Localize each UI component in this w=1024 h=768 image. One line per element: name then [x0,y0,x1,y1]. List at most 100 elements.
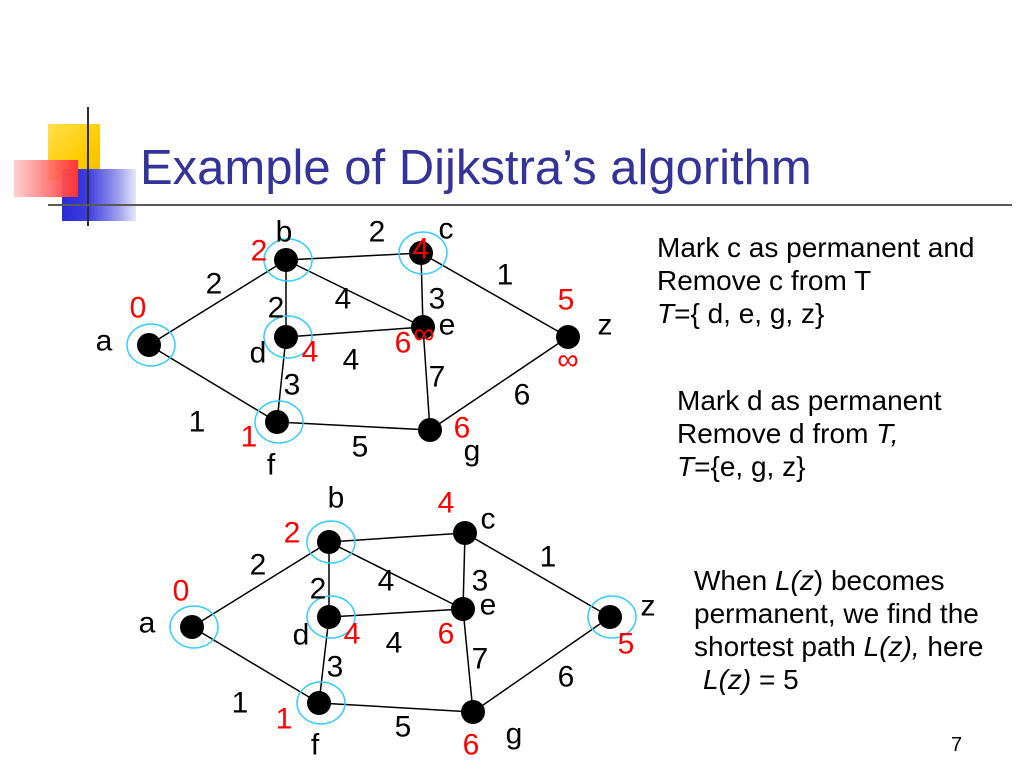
distance-label-e-infinity: ∞ [413,318,434,351]
node-b [274,248,298,272]
logo-vertical-line [87,107,89,226]
note-line-3: T={ d, e, g, z} [657,297,975,330]
set-contents: ={e, g, z} [694,451,806,482]
edge-c-z [420,252,569,338]
edge-g-z [472,616,611,713]
edge-d-e [328,608,464,618]
highlight-ring-c [398,231,448,275]
distance-label-e: 6 [395,327,412,360]
edge-weight-c-e: 3 [472,565,489,598]
node-label-z: z [641,590,656,623]
node-label-b: b [328,482,345,515]
edge-weight-d-f: 3 [284,369,301,402]
node-z [556,325,580,349]
note-step-c: Mark c as permanent and Remove c from T … [657,231,975,330]
set-variable: T, [876,418,899,449]
node-g [461,700,485,724]
edge-weight-c-z: 1 [540,541,557,574]
note-line-3: shortest path L(z), here [694,630,983,663]
note-text: ) becomes [813,565,945,596]
distance-label-g: 6 [463,729,480,762]
highlight-ring-a [169,605,219,649]
edge-weight-f-g: 5 [352,431,369,464]
distance-label-c: 4 [413,233,430,266]
edge-weight-g-z: 6 [514,379,531,412]
distance-label-a: 0 [173,575,190,608]
note-text: When [694,565,775,596]
note-text: Remove d from [677,418,877,449]
slide-title: Example of Dijkstra’s algorithm [140,141,812,195]
node-label-c: c [481,503,496,536]
edge-d-f [276,336,287,423]
edge-weight-b-e: 4 [378,565,395,598]
distance-label-f: 1 [241,421,258,454]
note-line-3: T={e, g, z} [677,450,942,483]
highlight-ring-d [306,595,356,639]
highlight-ring-d [263,315,313,359]
edge-weight-a-f: 1 [232,687,249,720]
node-e [451,597,475,621]
edge-weight-b-e: 4 [335,283,352,316]
edge-c-e [462,532,466,610]
distance-label-g: 6 [454,412,471,445]
distance-label-z-infinity: ∞ [557,344,578,377]
note-line-2: Remove d from T, [677,417,942,450]
edge-f-g [276,421,431,431]
edge-weight-b-d: 2 [310,573,327,606]
edge-e-g [462,608,474,713]
distance-label-b: 2 [284,517,301,550]
edge-weight-d-f: 3 [327,651,344,684]
node-e [411,315,435,339]
edge-weights: 2 1 2 2 3 4 3 1 4 7 6 5 [189,216,531,464]
nodes [180,521,622,724]
title-divider [48,204,1012,206]
node-z [598,605,622,629]
node-labels: a b c d e f g z [96,213,613,482]
edge-weight-c-z: 1 [497,259,514,292]
node-label-c: c [439,213,454,246]
node-label-e: e [439,309,456,342]
edge-d-f [318,616,330,704]
highlight-ring-b [263,238,313,282]
distance-labels: 0 2 4 4 6 ∞ 1 6 5 ∞ [130,233,579,454]
nodes [137,241,580,442]
node-label-f: f [311,729,320,762]
set-variable: T [677,451,695,482]
distance-label-d: 4 [302,336,319,369]
node-b [317,530,341,554]
edge-weight-a-f: 1 [189,406,206,439]
edge-g-z [429,336,569,431]
highlight-ring-a [126,323,176,367]
highlight-ring-z [587,595,637,639]
math-variable: L(z), [863,631,920,662]
node-f [265,410,289,434]
note-text: = 5 [751,664,799,695]
note-text: here [919,631,984,662]
graph-step-z: a b c d e f g z 2 1 2 3 4 3 1 4 7 6 5 [139,482,656,762]
node-d [274,325,298,349]
edge-weight-e-g: 7 [429,361,446,394]
edge-weight-d-e: 4 [386,627,403,660]
edge-weight-d-e: 4 [343,344,360,377]
edge-weights: 2 1 2 3 4 3 1 4 7 6 5 [232,541,575,744]
highlight-ring-f [296,681,346,725]
node-label-b: b [276,216,293,249]
note-line-1: Mark c as permanent and [657,232,975,263]
distance-label-z: 5 [618,628,635,661]
node-label-f: f [267,449,276,482]
math-variable: L(z [774,565,814,596]
node-a [137,333,161,357]
node-label-g: g [506,718,523,751]
distance-label-z: 5 [558,284,575,317]
edge-weight-e-g: 7 [472,643,489,676]
edge-a-b [191,541,330,628]
node-label-e: e [480,589,497,622]
distance-label-a: 0 [130,292,147,325]
edge-weight-a-b: 2 [250,549,267,582]
distance-label-b: 2 [251,235,268,268]
edge-b-e [285,259,424,328]
note-line-2: permanent, we find the [694,598,979,629]
node-label-z: z [598,309,613,342]
